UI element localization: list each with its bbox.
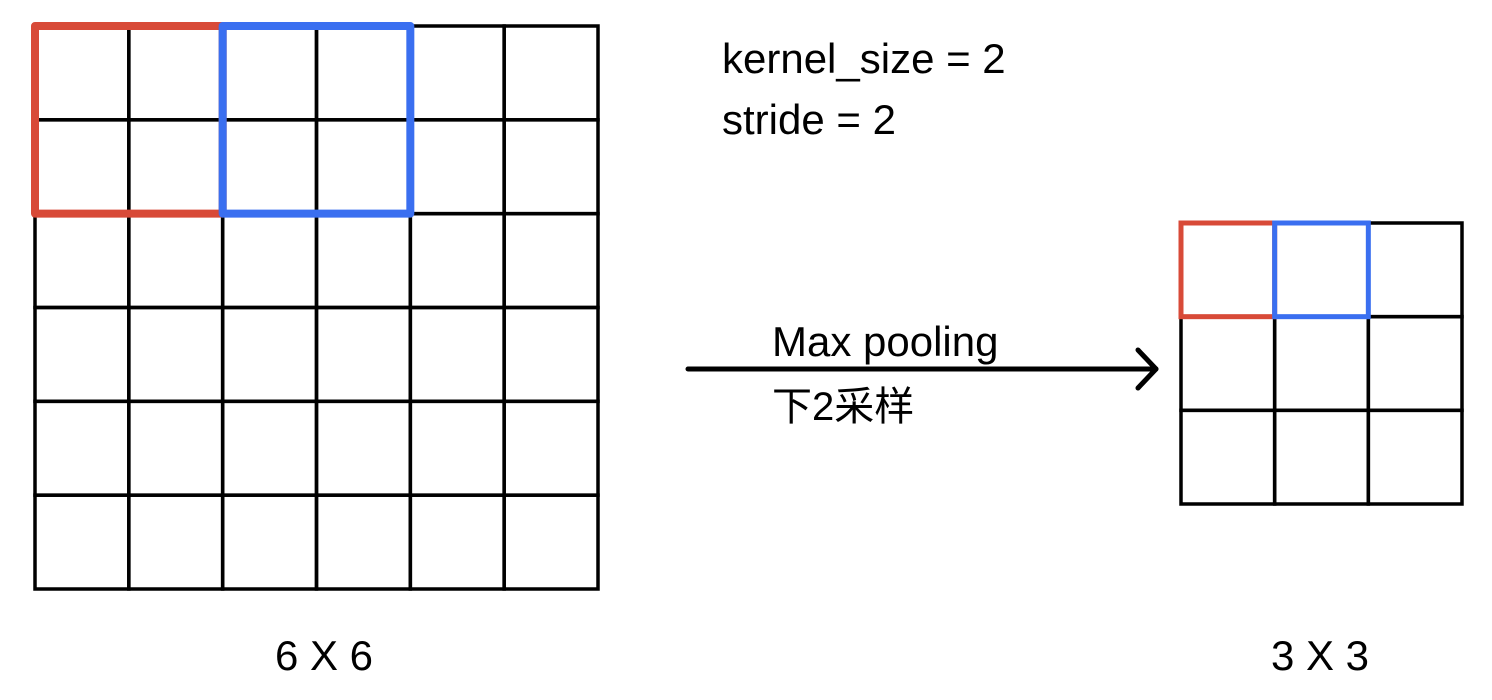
- input-cell-r2-c2: [220, 211, 319, 310]
- input-grid-6x6: [31, 22, 600, 591]
- kernel-size-text: kernel_size = 2: [722, 35, 1006, 82]
- output-grid-3x3: [1178, 220, 1464, 506]
- input-cell-r3-c5: [502, 305, 600, 404]
- output-cell-r1-c0: [1179, 314, 1277, 413]
- input-cell-r3-c1: [127, 305, 225, 404]
- input-cell-r5-c0: [33, 493, 131, 591]
- input-cell-r3-c2: [220, 305, 319, 404]
- input-cell-r1-c4: [408, 118, 506, 216]
- output-cell-r1-c2: [1366, 314, 1464, 413]
- input-cell-r4-c4: [408, 399, 506, 497]
- input-cell-r1-c0: [33, 118, 131, 216]
- input-cell-r2-c5: [502, 211, 600, 310]
- input-cell-r2-c1: [127, 211, 225, 310]
- input-cell-r1-c5: [502, 118, 600, 216]
- input-cell-r5-c4: [408, 493, 506, 591]
- input-size-label: 6 X 6: [275, 632, 373, 679]
- input-cell-r0-c0: [33, 24, 131, 122]
- input-cell-r3-c4: [408, 305, 506, 404]
- output-cell-r2-c0: [1179, 408, 1277, 506]
- input-cell-r0-c2: [220, 24, 319, 122]
- output-cell-r0-c1: [1272, 221, 1371, 319]
- max-pooling-label: Max pooling: [772, 318, 998, 365]
- output-cell-r1-c1: [1272, 314, 1371, 413]
- input-cell-r4-c2: [220, 399, 319, 497]
- input-cell-r0-c3: [314, 24, 413, 122]
- output-size-label: 3 X 3: [1271, 632, 1369, 679]
- arrow-head: [1135, 347, 1159, 391]
- input-cell-r0-c1: [127, 24, 225, 122]
- input-cell-r3-c3: [314, 305, 413, 404]
- stride-text: stride = 2: [722, 96, 896, 143]
- input-cell-r2-c4: [408, 211, 506, 310]
- output-cell-r2-c2: [1366, 408, 1464, 506]
- input-cell-r5-c3: [314, 493, 413, 591]
- input-cell-r4-c5: [502, 399, 600, 497]
- input-cell-r5-c1: [127, 493, 225, 591]
- input-cell-r2-c3: [314, 211, 413, 310]
- downsample-label: 下2采样: [772, 385, 914, 429]
- output-cell-r2-c1: [1272, 408, 1371, 506]
- output-cell-r0-c2: [1366, 221, 1464, 319]
- input-cell-r2-c0: [33, 211, 131, 310]
- input-cell-r3-c0: [33, 305, 131, 404]
- pooling-window-2: [218, 22, 415, 218]
- output-cell-r0-c0: [1179, 221, 1277, 319]
- input-cell-r4-c0: [33, 399, 131, 497]
- input-cell-r0-c4: [408, 24, 506, 122]
- output-cell-window-2: [1272, 220, 1371, 320]
- input-cell-r1-c1: [127, 118, 225, 216]
- input-cell-r4-c1: [127, 399, 225, 497]
- input-cell-r5-c2: [220, 493, 319, 591]
- output-cell-window-1: [1178, 220, 1278, 320]
- input-cell-r0-c5: [502, 24, 600, 122]
- input-cell-r1-c2: [220, 118, 319, 216]
- right-arrow-icon: [685, 347, 1159, 391]
- input-cell-r4-c3: [314, 399, 413, 497]
- input-cell-r1-c3: [314, 118, 413, 216]
- input-cell-r5-c5: [502, 493, 600, 591]
